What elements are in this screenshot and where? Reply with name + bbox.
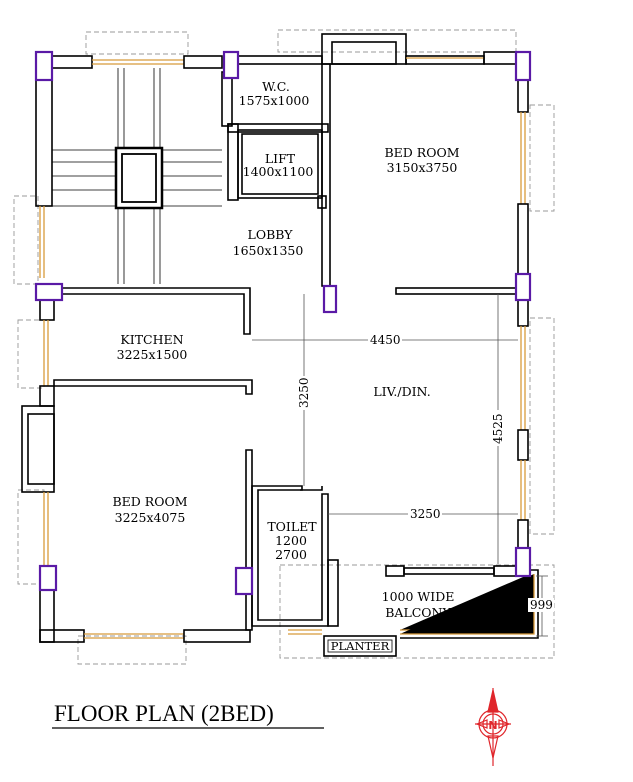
balcony-line2: BALCONY <box>385 605 451 620</box>
kitchen-name: KITCHEN <box>120 332 183 347</box>
column <box>322 284 338 314</box>
dim-3250-horizontal: 3250 <box>410 507 441 521</box>
lobby-size: 1650x1350 <box>233 243 304 258</box>
planter-label: PLANTER <box>331 639 390 653</box>
dimension-labels: 4450 3250 4525 3250 999 <box>297 333 554 612</box>
north-compass-icon: N <box>475 688 511 766</box>
dim-4450: 4450 <box>370 333 401 347</box>
column <box>222 50 240 80</box>
lift-size: 1400x1100 <box>243 164 314 179</box>
column <box>514 546 532 578</box>
bed2-size: 3225x4075 <box>115 510 186 525</box>
wc-size: 1575x1000 <box>239 93 310 108</box>
window-projections <box>13 29 555 665</box>
living-name: LIV./DIN. <box>373 384 430 399</box>
toilet-height: 2700 <box>275 547 307 562</box>
bed1-size: 3150x3750 <box>387 160 458 175</box>
column <box>34 282 64 302</box>
plan-title-text: FLOOR PLAN (2BED) <box>54 701 274 726</box>
dim-4525: 4525 <box>491 413 505 444</box>
compass-north-label: N <box>488 719 497 732</box>
toilet-name: TOILET <box>267 519 317 534</box>
column <box>234 566 254 596</box>
bed1-name: BED ROOM <box>384 145 459 160</box>
column <box>514 50 532 82</box>
lift-name: LIFT <box>265 151 296 166</box>
plan-title: FLOOR PLAN (2BED) <box>52 701 324 729</box>
staircase <box>52 68 222 284</box>
lobby-name: LOBBY <box>248 227 294 242</box>
wc-name: W.C. <box>262 79 290 94</box>
column <box>34 50 54 82</box>
room-labels: W.C. 1575x1000 LIFT 1400x1100 BED ROOM 3… <box>112 79 459 653</box>
dim-999: 999 <box>530 598 553 612</box>
structural-columns <box>34 50 532 596</box>
balcony-line1: 1000 WIDE <box>382 589 455 604</box>
kitchen-size: 3225x1500 <box>117 347 188 362</box>
dim-3250-vertical: 3250 <box>297 377 311 408</box>
bed2-name: BED ROOM <box>112 494 187 509</box>
column <box>38 564 58 592</box>
outer-walls <box>21 33 539 643</box>
column <box>514 272 532 302</box>
toilet-width: 1200 <box>275 533 307 548</box>
